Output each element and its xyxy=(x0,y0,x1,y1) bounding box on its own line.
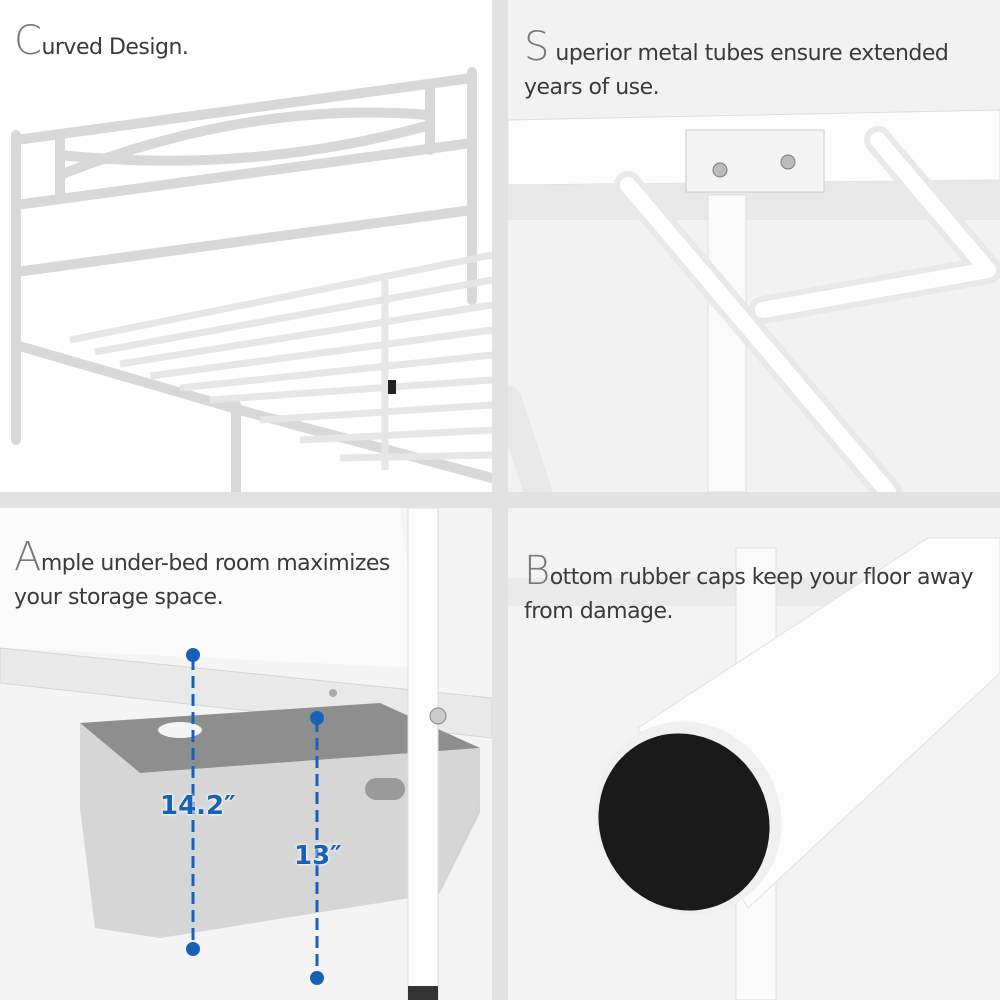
clearance-label: 13″ xyxy=(294,841,342,871)
panel-rubber-caps: Bottom rubber caps keep your floor away … xyxy=(508,508,1000,1000)
bed-height-label: 14.2″ xyxy=(160,791,236,821)
panel-under-bed-storage: Ample under-bed room maximizes your stor… xyxy=(0,508,492,1000)
storage-illustration xyxy=(0,508,492,1000)
caption-text: mple under-bed room maximizes your stora… xyxy=(14,551,390,610)
dimension-markers xyxy=(186,648,324,985)
tube-joint-illustration xyxy=(508,109,1000,492)
caption-text: urved Design. xyxy=(41,35,189,60)
caption-initial: C xyxy=(14,18,42,64)
panel-metal-tubes: S uperior metal tubes ensure extended ye… xyxy=(508,0,1000,492)
caption-initial: B xyxy=(524,548,550,594)
caption: S uperior metal tubes ensure extended ye… xyxy=(524,27,994,105)
rubber-cap-illustration xyxy=(508,537,1000,1000)
headboard-illustration xyxy=(11,67,492,492)
caption-text: ottom rubber caps keep your floor away f… xyxy=(524,565,974,624)
caption-text: uperior metal tubes ensure extended year… xyxy=(524,41,949,100)
rubber-cap xyxy=(598,733,770,911)
panel-curved-design: Curved Design. xyxy=(0,0,492,492)
caption-initial: A xyxy=(14,534,41,580)
caption: Bottom rubber caps keep your floor away … xyxy=(524,551,994,629)
caption-initial: S xyxy=(524,24,549,70)
caption: Ample under-bed room maximizes your stor… xyxy=(14,537,424,615)
caption: Curved Design. xyxy=(14,21,189,65)
divider-horizontal xyxy=(0,492,1000,508)
